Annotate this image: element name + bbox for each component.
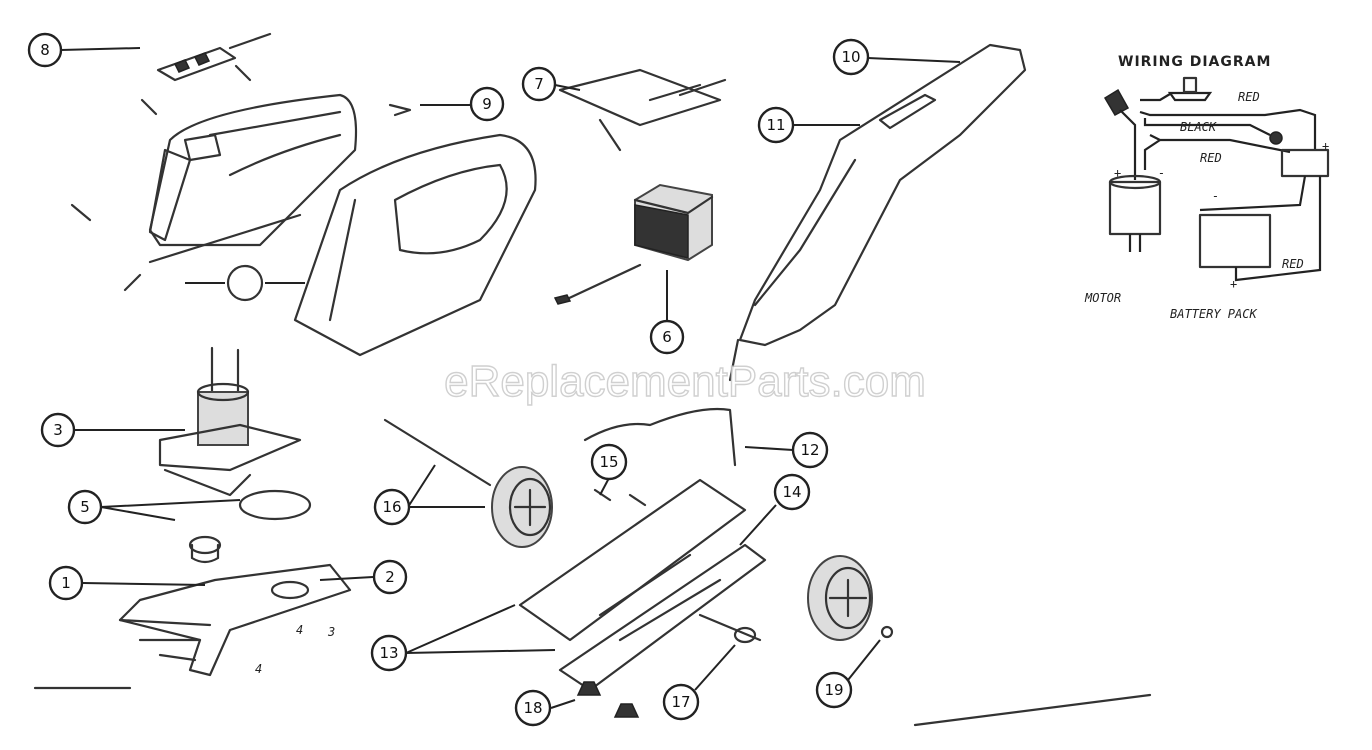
wiring-label-black: BLACK [1180, 120, 1217, 134]
callout-5: 5 [67, 489, 103, 525]
wiring-label-plus-battery: + [1230, 277, 1237, 291]
wiring-label-minus-battery: - [1212, 189, 1219, 203]
wiring-battery-body [1198, 213, 1272, 269]
part-wheel-right [807, 555, 894, 641]
wiring-label-battery: BATTERY PACK [1170, 307, 1257, 321]
svg-text:18: 18 [523, 699, 542, 717]
callout-16: 16 [373, 488, 411, 526]
svg-text:19: 19 [824, 681, 843, 699]
svg-text:13: 13 [379, 644, 398, 662]
wiring-label-plus-switch: + [1322, 139, 1329, 153]
callout-11: 11 [757, 106, 795, 144]
part-1-2-blades: 4 3 4 [118, 563, 352, 677]
svg-text:15: 15 [599, 453, 618, 471]
wiring-label-minus-motor: - [1158, 166, 1165, 180]
svg-text:2: 2 [385, 568, 395, 586]
svg-text:14: 14 [782, 483, 801, 501]
callout-15: 15 [590, 443, 628, 481]
wiring-terminal [1103, 88, 1130, 117]
wiring-label-motor: MOTOR [1084, 291, 1121, 305]
wiring-label-red-mid: RED [1200, 151, 1222, 165]
part-8-switch-cap [156, 32, 272, 82]
svg-text:8: 8 [40, 41, 50, 59]
callout-3: 3 [40, 412, 76, 448]
wiring-switch-block [1280, 148, 1330, 178]
svg-text:11: 11 [766, 116, 785, 134]
part-5-gears [188, 489, 312, 564]
svg-text:16: 16 [382, 498, 401, 516]
svg-text:12: 12 [800, 441, 819, 459]
svg-text:1: 1 [61, 574, 71, 592]
wiring-label-plus-motor: + [1114, 166, 1121, 180]
svg-text:9: 9 [482, 95, 492, 113]
ground-lines [33, 686, 1152, 727]
wiring-switch [1140, 76, 1213, 102]
part-6-battery-pack [553, 183, 714, 305]
callout-12: 12 [791, 431, 829, 469]
svg-text:4: 4 [255, 662, 262, 676]
callout-17: 17 [662, 683, 700, 721]
callout-6: 6 [649, 319, 685, 355]
part-16-axle [383, 418, 492, 487]
callout-9: 9 [469, 86, 505, 122]
part-7-circuit-board [558, 68, 727, 152]
part-housing-left [70, 93, 412, 292]
wiring-motor-body [1108, 180, 1162, 236]
callout-7: 7 [521, 66, 557, 102]
part-10-handle [728, 43, 1027, 382]
svg-text:7: 7 [534, 75, 544, 93]
callout-18: 18 [514, 689, 552, 727]
part-housing-right [293, 133, 537, 357]
wiring-diagram-title: WIRING DIAGRAM [1118, 54, 1271, 70]
part-base-deck [518, 407, 767, 692]
wiring-diagram: WIRING DIAGRAM RED BLACK RED RED MOTOR B… [1084, 54, 1329, 321]
svg-text:6: 6 [662, 328, 672, 346]
svg-text:10: 10 [841, 48, 860, 66]
wiring-label-red-top: RED [1238, 90, 1260, 104]
callout-1: 1 [48, 565, 84, 601]
part-17-shaft [698, 613, 762, 644]
part-4-spacer-circle [226, 264, 264, 302]
svg-text:5: 5 [80, 498, 90, 516]
callout-19: 19 [815, 671, 853, 709]
wiring-label-red-bottom: RED [1282, 257, 1304, 271]
part-wheel-left [491, 466, 553, 548]
callout-13: 13 [370, 634, 408, 672]
svg-text:17: 17 [671, 693, 690, 711]
callout-10: 10 [832, 38, 870, 76]
svg-text:3: 3 [53, 421, 63, 439]
part-3-motor [158, 346, 302, 497]
callout-14: 14 [773, 473, 811, 511]
watermark: eReplacementParts.com [444, 357, 926, 406]
leader-lines [60, 47, 961, 709]
part-18-feet [576, 681, 640, 718]
callout-2: 2 [372, 559, 408, 595]
callout-8: 8 [27, 32, 63, 68]
svg-text:3: 3 [327, 625, 335, 639]
svg-text:4: 4 [296, 623, 303, 637]
